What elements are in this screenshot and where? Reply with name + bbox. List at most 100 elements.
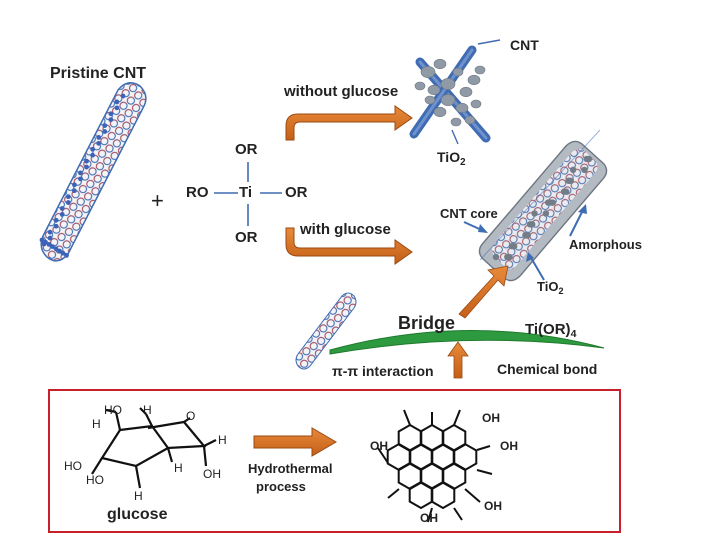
tio2-particle	[510, 242, 518, 250]
cnt-node	[90, 146, 96, 152]
pi-pi-interaction-label: π-π interaction	[332, 363, 434, 379]
pristine-cnt-tube	[39, 82, 147, 262]
tio2-particle	[433, 58, 447, 70]
tio2-particle	[452, 67, 464, 77]
cnt-cross-tio2	[409, 39, 501, 145]
glucose-oh-1: OH	[203, 467, 221, 481]
aromatic-ring	[419, 423, 445, 453]
pah-oh-left: OH	[370, 439, 388, 453]
ro-left-label: RO	[186, 184, 209, 201]
aromatic-ring	[430, 442, 456, 472]
substituent-bond	[377, 447, 389, 464]
bridge-arc	[329, 330, 605, 355]
tio2-particle	[420, 66, 436, 78]
glucose-h-2: H	[143, 403, 152, 417]
tio2-particle	[569, 166, 577, 174]
cnt-node	[78, 170, 83, 176]
cnt-node	[71, 188, 77, 194]
substituent-bond	[387, 488, 400, 499]
tio2-particle	[524, 232, 531, 239]
tio2-particle	[474, 65, 486, 75]
aromatic-ring	[397, 423, 423, 453]
cnt-node	[102, 129, 108, 134]
arrow-without-glucose	[285, 105, 413, 141]
tio2-particle	[455, 102, 469, 114]
tio2-bottom-label: TiO2	[537, 279, 564, 296]
tio2-particle	[470, 99, 482, 109]
tior4-label: Ti(OR)4	[525, 321, 577, 340]
tio2-particle	[459, 86, 473, 98]
cnt-node	[50, 244, 55, 250]
cnt-node	[108, 111, 114, 117]
glucose-ho-1: HO	[104, 403, 122, 417]
cnt-node	[108, 117, 114, 123]
glucose-label: glucose	[107, 506, 168, 523]
cnt-node	[114, 99, 120, 105]
cnt-node	[72, 182, 77, 188]
cnt-node	[47, 229, 53, 235]
substituent-bond	[476, 445, 491, 451]
cnt-node	[53, 223, 59, 229]
tio2-particle	[529, 221, 536, 228]
aromatic-ring	[408, 480, 434, 510]
tio2-particle	[531, 210, 538, 217]
cnt-node	[43, 239, 48, 245]
pah-oh-right: OH	[500, 439, 518, 453]
cnt-node	[47, 235, 53, 241]
substituent-bond	[464, 488, 481, 503]
tio2-particle	[464, 115, 476, 125]
cnt-node	[78, 176, 83, 182]
glucose-ho-2: HO	[64, 459, 82, 473]
cnt-node	[46, 242, 52, 247]
tio2-top-label: TiO2	[437, 149, 466, 168]
ti-center-label: Ti	[239, 184, 253, 201]
or-bottom-label: OR	[235, 229, 258, 246]
aromatic-ring	[430, 480, 456, 510]
pristine-cnt-label: Pristine CNT	[50, 65, 147, 82]
tio2-particle	[440, 78, 456, 90]
glucose-ring-oxygen: O	[186, 409, 196, 423]
aromatic-ring	[441, 461, 467, 491]
tio2-particle	[506, 253, 513, 261]
tio2-particle	[433, 106, 447, 118]
amorphous-label: Amorphous	[569, 237, 642, 252]
tio2-particle	[427, 84, 441, 96]
pah-oh-bottom-right: OH	[484, 499, 502, 513]
tio2-particle	[424, 95, 436, 105]
pah-oh-top-right: OH	[482, 411, 500, 425]
cnt-node	[90, 152, 95, 158]
chemical-bond-label: Chemical bond	[497, 361, 598, 377]
tio2-particle	[549, 199, 556, 206]
plus-sign: +	[151, 188, 164, 213]
tio2-particle	[585, 155, 593, 163]
glucose-structure	[91, 407, 217, 489]
cnt-node	[96, 140, 102, 146]
arrow-with-glucose	[285, 227, 413, 265]
cnt-node	[120, 93, 126, 99]
substituent-bond	[403, 409, 411, 426]
tio2-particle	[581, 166, 588, 174]
or-right-label: OR	[285, 184, 308, 201]
hydrothermal-label: Hydrothermal	[248, 461, 333, 476]
tio2-particle	[450, 117, 462, 127]
or-top-label: OR	[235, 141, 258, 158]
tio2-particle	[467, 74, 481, 86]
cnt-node	[84, 164, 89, 170]
cnt-node	[60, 250, 66, 256]
glucose-conversion-box	[48, 389, 621, 533]
tio2-particle	[567, 177, 575, 185]
glucose-h-4: H	[174, 461, 183, 475]
cnt-node	[102, 123, 108, 128]
glucose-h-5: H	[134, 489, 143, 503]
cnt-node	[96, 135, 102, 140]
aromatic-ring	[408, 442, 434, 472]
cnt-node	[53, 246, 59, 252]
glucose-h-3: H	[218, 433, 227, 447]
cnt-node	[39, 237, 45, 243]
cnt-label: CNT	[510, 37, 539, 53]
tio2-particle	[563, 188, 570, 195]
glucose-h-1: H	[92, 417, 101, 431]
small-cnt-tube	[295, 292, 357, 370]
cnt-node	[59, 206, 65, 211]
